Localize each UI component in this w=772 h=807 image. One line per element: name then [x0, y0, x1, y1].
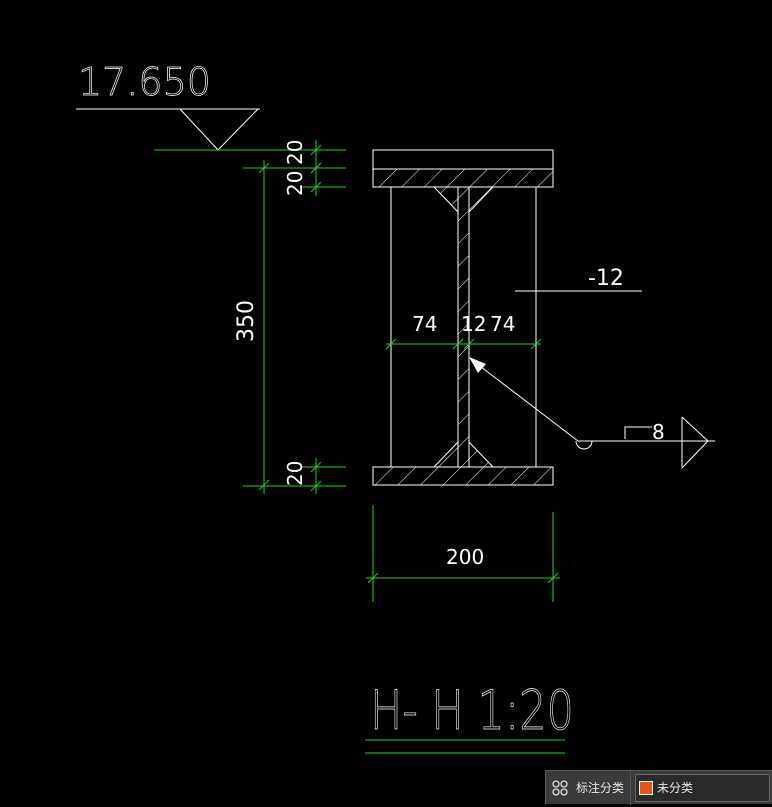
weld-all-around-arc	[575, 440, 593, 450]
weld-symbol[interactable]: 8	[469, 357, 715, 470]
flange-dimension-top[interactable]: 20 20	[283, 140, 322, 196]
category-value: 未分类	[657, 781, 694, 795]
dim-top-flange-text: 20	[283, 140, 307, 165]
top-flange	[372, 168, 554, 188]
h-section[interactable]	[372, 149, 554, 486]
elevation-triangle	[179, 108, 259, 151]
fillet-weld-mark	[624, 426, 652, 439]
top-cover-plate	[372, 149, 554, 170]
dim-left-width-text: 74	[412, 312, 437, 336]
weld-size-text: 8	[652, 420, 665, 444]
category-label: 标注分类	[574, 770, 632, 805]
flange-dimension-bottom[interactable]: 20	[283, 458, 346, 494]
total-width-dimension[interactable]: 200	[366, 505, 560, 602]
top-extension-lines	[154, 149, 346, 188]
dim-total-width-text: 200	[446, 545, 484, 569]
annotation-category-bar: 标注分类 未分类	[545, 770, 772, 805]
plate-callout[interactable]: -12	[515, 266, 642, 292]
section-title-text: H- H 1:20	[370, 679, 574, 742]
grid-icon[interactable]	[546, 771, 574, 805]
dim-web-thickness-text: 12	[461, 312, 486, 336]
dim-right-width-text: 74	[490, 312, 515, 336]
elevation-text: 17.650	[78, 60, 211, 104]
bottom-flange	[372, 466, 554, 486]
dim-web-height-text: 350	[234, 300, 259, 342]
width-breakdown-dimension[interactable]: 74 12 74	[385, 312, 542, 350]
web-height-dimension[interactable]: 350	[234, 160, 346, 494]
weld-top-left	[432, 186, 459, 214]
weld-tail	[681, 416, 709, 470]
dim-bottom-flange-text: 20	[283, 461, 307, 486]
weld-bottom-right	[468, 440, 495, 468]
weld-top-right	[468, 186, 495, 214]
elevation-marker[interactable]: 17.650	[76, 60, 260, 151]
section-title[interactable]: H- H 1:20	[365, 679, 574, 754]
leader-arrowhead	[469, 357, 486, 373]
dim-top-weld-text: 20	[283, 171, 307, 196]
category-color-swatch	[639, 780, 654, 795]
plate-callout-text: -12	[588, 266, 624, 291]
category-select[interactable]: 未分类	[635, 773, 770, 802]
weld-bottom-left	[432, 440, 459, 468]
